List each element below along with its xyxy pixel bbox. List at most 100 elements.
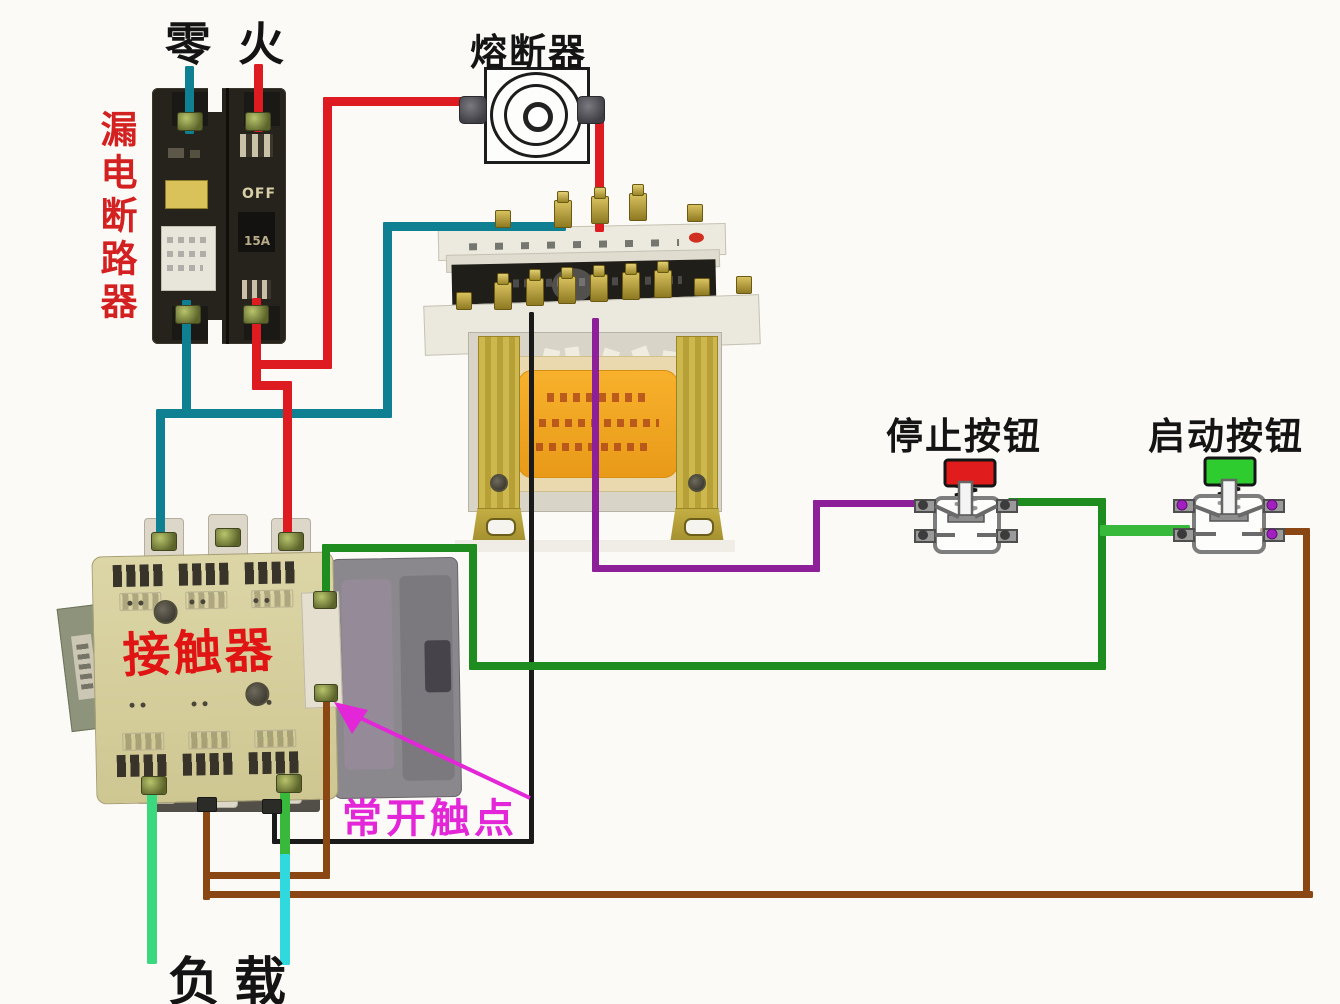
label-stop-button: 停止按钮 <box>886 415 1042 458</box>
transformer-foot-left <box>472 508 526 544</box>
wire-fuse-to-transformer <box>595 104 604 232</box>
breaker-recess <box>238 212 275 252</box>
wire-load-cyan <box>280 854 290 965</box>
xfmr-secondary-t8 <box>736 276 752 294</box>
terminal-breaker-bottom-right <box>243 305 269 324</box>
wire-neutral-riser <box>383 222 392 418</box>
wire-green-return <box>469 662 1106 670</box>
wire-coil-brown-aux <box>323 698 330 879</box>
start-button-device <box>1173 456 1285 554</box>
xfmr-secondary-t6 <box>654 270 672 298</box>
transformer-screw-left <box>490 474 508 492</box>
xfmr-secondary-t4-knob <box>593 265 605 277</box>
wire-load-green-top <box>280 784 290 858</box>
wire-secondary-purple-down <box>592 318 599 572</box>
wire-neutral-top <box>185 66 194 134</box>
xfmr-secondary-t5-knob <box>625 263 637 275</box>
start-button-contact-bar <box>1237 504 1265 518</box>
wire-green-drop <box>1098 498 1106 670</box>
wire-neutral-horizontal <box>156 409 392 418</box>
xfmr-primary-t2 <box>554 200 572 228</box>
xfmr-primary-t3-knob <box>594 187 606 199</box>
terminal-aux-top <box>313 591 337 609</box>
xfmr-primary-t4-knob <box>632 184 644 196</box>
label-live: 火 <box>238 17 284 71</box>
transformer-bracket-left <box>478 336 520 514</box>
wire-coil-brown-v1 <box>203 802 210 900</box>
transformer-screw-right <box>688 474 706 492</box>
xfmr-primary-t2-knob <box>557 191 569 203</box>
transformer-foot-slot-left <box>486 518 516 536</box>
terminal-contactor-top-2 <box>215 528 241 547</box>
wire-stop-out <box>1008 498 1106 506</box>
terminal-tab-brown <box>197 797 217 812</box>
stop-button-plunger <box>957 480 974 518</box>
fuse-middle-ring <box>504 84 568 146</box>
terminal-breaker-top-left <box>177 112 203 131</box>
xfmr-secondary-t0 <box>456 292 472 310</box>
terminal-contactor-bottom-1 <box>141 776 167 795</box>
wire-green-to-aux-v <box>322 544 330 604</box>
wire-load-green-left <box>147 786 157 964</box>
xfmr-secondary-t1-knob <box>497 273 509 285</box>
start-button-contact-bar <box>1193 504 1221 518</box>
fuse-nut-left <box>459 96 487 124</box>
stop-button-screw <box>1000 530 1010 540</box>
breaker-divider <box>226 88 229 344</box>
wire-neutral-to-contactor <box>156 413 165 537</box>
fuse-center-dot <box>523 102 553 132</box>
stop-button-screw <box>1000 500 1010 510</box>
breaker-glint <box>190 150 200 158</box>
wire-live-jog <box>252 381 292 390</box>
wire-coil-brown-h1 <box>203 872 330 879</box>
xfmr-primary-t3 <box>591 196 609 224</box>
start-button-crossbar <box>1209 513 1249 522</box>
fuse-device <box>484 67 590 164</box>
xfmr-secondary-t6-knob <box>657 261 669 273</box>
wire-secondary-purple-right <box>592 565 820 572</box>
xfmr-secondary-t4 <box>590 274 608 302</box>
breaker-rating-label: 15A <box>244 234 270 248</box>
breaker-yellow-label <box>165 180 208 209</box>
transformer-foot-slot-right <box>684 518 714 536</box>
breaker-white-label <box>161 226 216 291</box>
xfmr-secondary-t7 <box>694 278 710 296</box>
terminal-tab-black <box>262 799 282 814</box>
wire-purple-to-stop <box>813 500 931 507</box>
xfmr-primary-t5 <box>687 204 703 222</box>
stop-button-screw <box>918 500 928 510</box>
no-contact-arrow <box>334 702 531 800</box>
wire-secondary-black-up <box>272 802 277 844</box>
label-neutral: 零 <box>165 17 211 71</box>
breaker-bottom-notch <box>208 320 222 344</box>
wire-live-to-fuse <box>323 97 481 106</box>
breaker-line-mark <box>242 280 271 299</box>
wire-coil-brown-long <box>203 891 1313 898</box>
xfmr-secondary-t2-knob <box>529 269 541 281</box>
wire-live-to-contactor <box>283 381 292 537</box>
wire-neutral-breaker-out <box>182 300 191 418</box>
xfmr-secondary-t1 <box>494 282 512 310</box>
breaker-glint <box>168 148 184 158</box>
stop-button-device <box>914 458 1018 554</box>
xfmr-secondary-t3-knob <box>561 267 573 279</box>
label-start-button: 启动按钮 <box>1148 415 1304 458</box>
wire-live-top <box>254 64 263 132</box>
fuse-nut-right <box>577 96 605 124</box>
wire-green-to-start <box>1100 525 1190 536</box>
label-fuse: 熔断器 <box>470 31 587 74</box>
start-button-plunger <box>1220 478 1238 518</box>
breaker-off-label: OFF <box>242 186 277 202</box>
terminal-breaker-bottom-left <box>175 305 201 324</box>
wire-neutral-to-transformer <box>383 222 566 231</box>
xfmr-secondary-t2 <box>526 278 544 306</box>
start-button-screw-purple <box>1266 499 1278 511</box>
stop-button-crossbar <box>947 514 985 523</box>
label-no-contact: 常开触点 <box>342 796 518 842</box>
stop-button-contact-bar <box>934 504 960 519</box>
breaker-line-mark <box>240 134 273 157</box>
stop-button-contact-bar <box>974 504 998 519</box>
start-button-screw-purple <box>1176 499 1188 511</box>
